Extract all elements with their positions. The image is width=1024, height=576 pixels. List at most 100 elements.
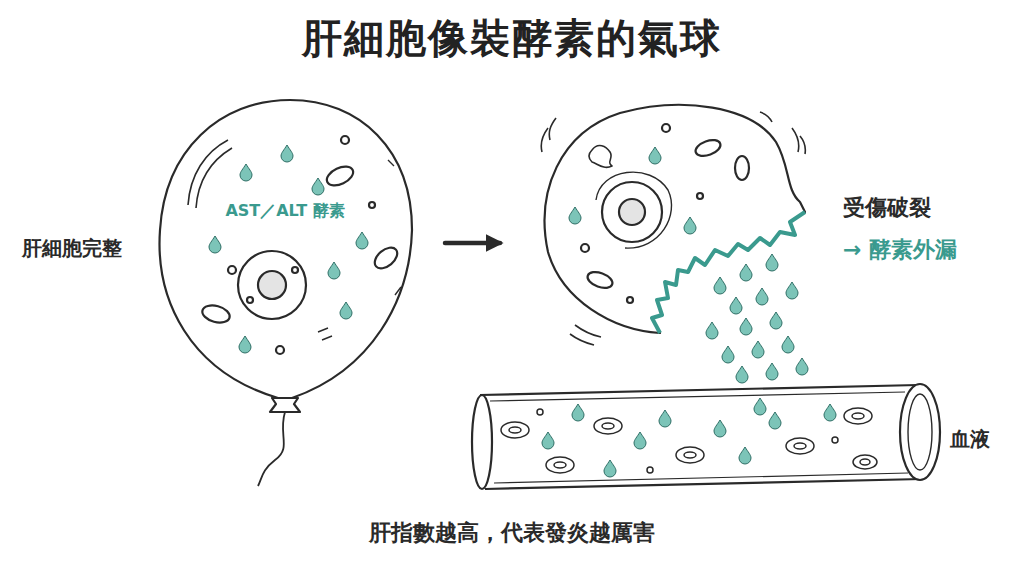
red-blood-cells <box>501 408 877 473</box>
enzyme-droplet <box>722 346 734 363</box>
nucleolus <box>258 271 286 299</box>
enzyme-droplet <box>240 164 252 181</box>
vesicle <box>627 297 633 303</box>
cell-state-label: 肝細胞完整 <box>22 236 122 260</box>
enzyme-label: AST／ALT 酵素 <box>205 201 365 220</box>
plasma-dot <box>647 467 653 473</box>
enzyme-droplet <box>770 312 782 329</box>
mitochondrion <box>324 163 356 189</box>
enzyme-droplet <box>209 236 221 253</box>
cell-outline <box>545 105 805 333</box>
enzyme-droplet <box>649 147 661 164</box>
balloon-highlight <box>188 140 232 208</box>
enzymes-inside <box>209 145 368 353</box>
mitochondrion <box>371 244 401 273</box>
vesicle <box>662 124 670 132</box>
enzyme-droplet <box>706 322 718 339</box>
vessel-wall-inner <box>490 392 905 401</box>
enzyme-droplet <box>739 447 751 464</box>
blood-vessel-node: 血液 <box>465 380 1010 495</box>
enzyme-droplet <box>824 404 836 421</box>
enzyme-droplet <box>659 410 671 427</box>
vesicle <box>276 346 284 354</box>
ruptured-cell <box>541 105 805 345</box>
enzyme-droplet <box>736 366 748 383</box>
red-blood-cell-center <box>602 423 614 429</box>
vessel-wall <box>485 479 922 489</box>
enzyme-droplet <box>740 264 752 281</box>
blood-vessel <box>472 384 940 489</box>
enzyme-droplet <box>766 254 778 271</box>
enzyme-droplet <box>328 262 340 279</box>
intact-cell-balloon <box>160 100 412 486</box>
enzyme-droplet <box>730 297 742 314</box>
enzyme-droplet <box>740 318 752 335</box>
enzyme-droplet <box>714 277 726 294</box>
red-blood-cell <box>844 408 872 424</box>
enzyme-droplet <box>752 341 764 358</box>
enzyme-droplet <box>542 432 554 449</box>
enzyme-droplet <box>714 420 726 437</box>
vessel-wall-inner <box>494 473 908 483</box>
enzyme-droplet <box>786 282 798 299</box>
vessel-opening-inner <box>908 394 932 470</box>
enzyme-droplet <box>796 358 808 375</box>
vessel-end <box>472 395 492 489</box>
damaged-organelle <box>589 146 612 168</box>
nucleus <box>602 182 662 242</box>
vesicle <box>228 266 236 274</box>
red-blood-cell <box>676 447 704 463</box>
balloon-outline <box>160 100 412 398</box>
enzyme-droplet <box>766 363 778 380</box>
plasma-dot <box>537 409 543 415</box>
enzyme-droplet <box>604 460 616 477</box>
mitochondrion <box>200 303 231 326</box>
red-blood-cell-center <box>794 443 806 449</box>
enzyme-droplet <box>239 336 251 353</box>
vesicle <box>581 244 589 252</box>
red-blood-cell <box>501 422 529 438</box>
enzyme-droplet <box>572 404 584 421</box>
nucleus-dot <box>292 267 298 273</box>
enzymes-in-cell <box>569 147 696 234</box>
ruptured-cell-node: 受傷破裂→ 酵素外漏 <box>530 95 1010 355</box>
vessel-body <box>480 385 922 489</box>
blood-label: 血液 <box>950 427 990 451</box>
red-blood-cell-center <box>684 452 696 458</box>
red-blood-cell-center <box>554 462 566 468</box>
enzyme-droplet <box>684 217 696 234</box>
nucleus <box>238 251 306 319</box>
nucleus-dot <box>247 297 253 303</box>
enzyme-droplet <box>356 232 368 249</box>
red-blood-cell <box>594 418 622 434</box>
diagram-caption: 肝指數越高，代表發炎越厲害 <box>0 520 1024 546</box>
red-blood-cell-center <box>852 413 864 419</box>
enzyme-droplet <box>756 288 768 305</box>
enzyme-droplet <box>340 302 352 319</box>
red-blood-cell <box>786 438 814 454</box>
leaking-enzymes <box>706 254 808 383</box>
diagram-title: 肝細胞像裝酵素的氣球 <box>0 14 1024 62</box>
shake-lines <box>541 112 805 345</box>
vessel-opening <box>900 384 940 480</box>
enzymes-in-blood <box>542 398 836 477</box>
enzyme-droplet <box>769 412 781 429</box>
nucleolus <box>619 199 645 225</box>
leak-label: → 酵素外漏 <box>843 237 957 263</box>
red-blood-cell-center <box>860 459 870 465</box>
membrane-marks <box>318 160 401 340</box>
intact-cell-node: 肝細胞完整 AST／ALT 酵素 <box>15 95 420 480</box>
enzyme-droplet <box>569 207 581 224</box>
mitochondrion <box>693 137 722 159</box>
nucleus-ring <box>596 172 671 248</box>
red-blood-cell <box>546 457 574 473</box>
tear-edge <box>652 212 805 333</box>
process-arrow <box>445 241 500 246</box>
enzyme-droplet <box>312 178 324 195</box>
vesicle <box>341 136 349 144</box>
mitochondrion <box>585 269 614 291</box>
mitochondrion <box>735 156 749 180</box>
balloon-string <box>258 412 285 486</box>
